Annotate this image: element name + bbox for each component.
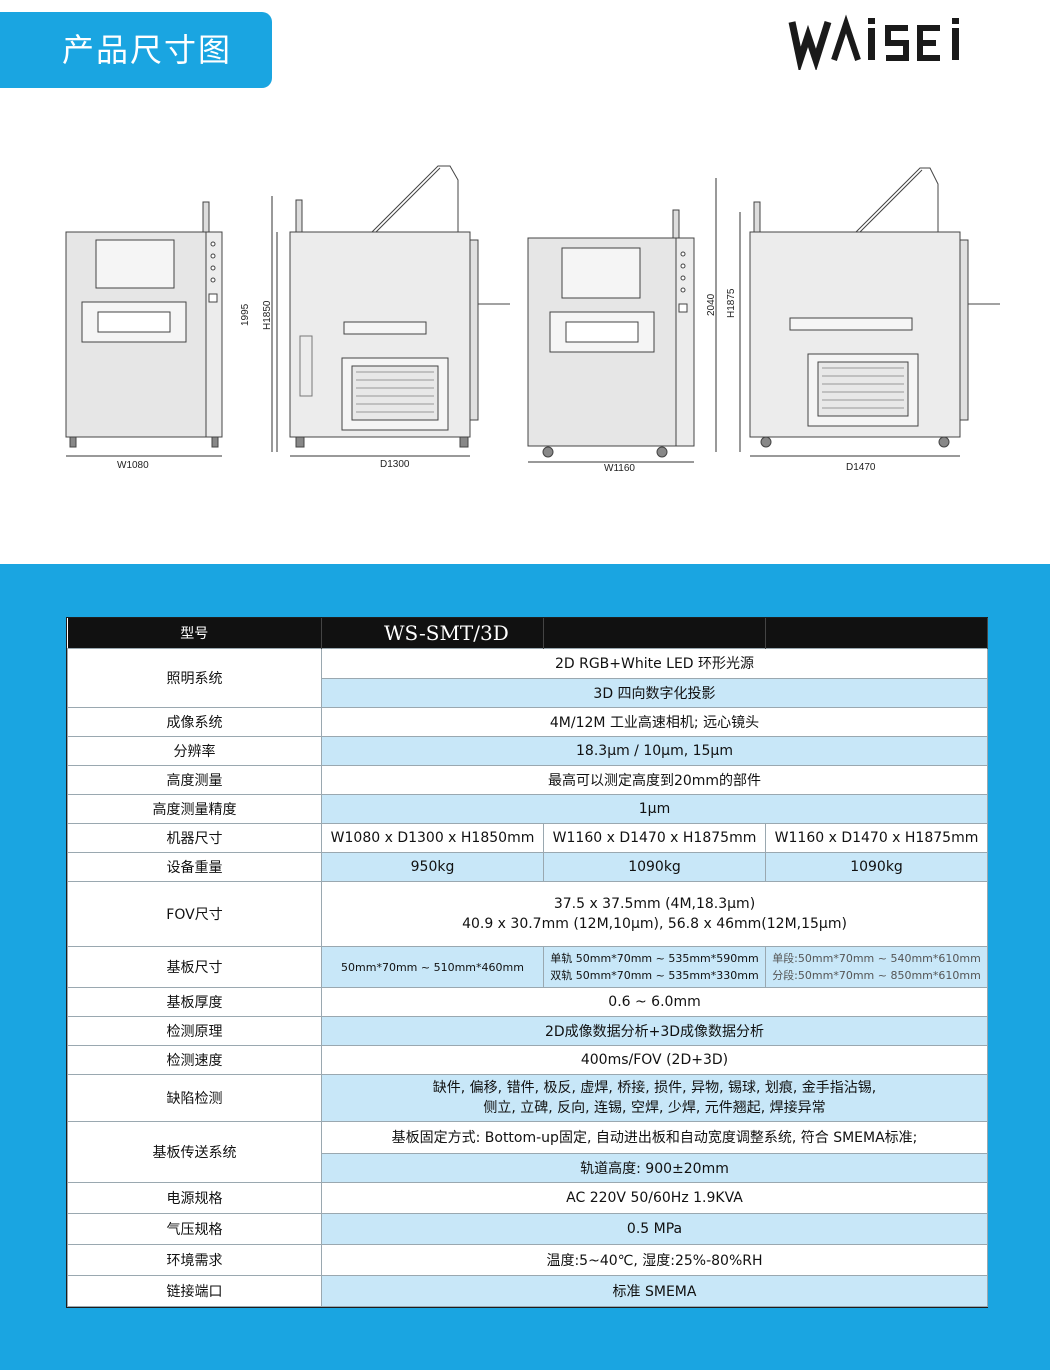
width-label-2: W1160 — [604, 463, 635, 474]
row-value: 标准 SMEMA — [321, 1275, 988, 1307]
dimension-drawings: W1080 1995 H1850 D1300 — [0, 140, 1050, 490]
table-row: 成像系统 4M/12M 工业高速相机; 远心镜头 — [67, 707, 988, 737]
table-row: 设备重量 950kg 1090kg 1090kg — [67, 852, 988, 882]
defect-line-1: 缺件, 偏移, 错件, 极反, 虚焊, 桥接, 损件, 异物, 锡球, 划痕, … — [432, 1080, 877, 1096]
table-row: 轨道高度: 900±20mm — [68, 1152, 988, 1184]
fov-line-1: 37.5 x 37.5mm (4M,18.3μm) — [553, 896, 756, 912]
table-row: FOV尺寸 37.5 x 37.5mm (4M,18.3μm) 40.9 x 3… — [67, 881, 988, 947]
table-row: 高度测量精度 1μm — [67, 794, 988, 824]
row-label: 成像系统 — [67, 707, 322, 737]
height-label-1b: H1850 — [262, 300, 273, 330]
row-label: 气压规格 — [67, 1213, 322, 1245]
depth-label-2: D1470 — [846, 462, 876, 473]
defect-line-2: 侧立, 立碑, 反向, 连锡, 空焊, 少焊, 元件翘起, 焊接异常 — [483, 1100, 826, 1116]
table-row: 缺陷检测 缺件, 偏移, 错件, 极反, 虚焊, 桥接, 损件, 异物, 锡球,… — [67, 1074, 988, 1122]
row-value: 0.5 MPa — [321, 1213, 988, 1245]
row-value: 单轨 50mm*70mm ~ 535mm*590mm 双轨 50mm*70mm … — [543, 946, 766, 988]
row-label: 分辨率 — [67, 736, 322, 766]
board-size-line: 双轨 50mm*70mm ~ 535mm*330mm — [550, 969, 759, 982]
row-label: 设备重量 — [67, 852, 322, 882]
side-view-2 — [715, 167, 1000, 457]
page-title: 产品尺寸图 — [0, 12, 272, 88]
table-row: 分辨率 18.3μm / 10μm, 15μm — [67, 736, 988, 766]
table-row: 机器尺寸 W1080 x D1300 x H1850mm W1160 x D14… — [67, 823, 988, 853]
front-view-2 — [527, 209, 695, 463]
row-label: 环境需求 — [67, 1244, 322, 1276]
row-label: 检测原理 — [67, 1016, 322, 1046]
row-value: 950kg — [321, 852, 544, 882]
row-label: 基板厚度 — [67, 987, 322, 1017]
row-label: 高度测量精度 — [67, 794, 322, 824]
row-value: W1080 x D1300 x H1850mm — [321, 823, 544, 853]
table-row: 气压规格 0.5 MPa — [67, 1213, 988, 1245]
row-label: 基板尺寸 — [67, 946, 322, 988]
table-row: 照明系统 2D RGB+White LED 环形光源 — [67, 648, 988, 708]
table-row: 检测速度 400ms/FOV (2D+3D) — [67, 1045, 988, 1075]
row-value: 2D RGB+White LED 环形光源 — [321, 648, 988, 679]
row-value: 400ms/FOV (2D+3D) — [321, 1045, 988, 1075]
row-value: 基板固定方式: Bottom-up固定, 自动进出板和自动宽度调整系统, 符合 … — [321, 1121, 988, 1154]
row-label: 基板传送系统 — [67, 1121, 322, 1183]
row-value: W1160 x D1470 x H1875mm — [765, 823, 988, 853]
spec-table: 型号 WS-SMT/3D 照明系统 2D RGB+White LED 环形光源 … — [66, 617, 988, 1308]
width-label-1: W1080 — [117, 460, 149, 471]
row-value: 温度:5~40℃, 湿度:25%-80%RH — [321, 1244, 988, 1276]
row-value: 轨道高度: 900±20mm — [321, 1152, 988, 1184]
row-value: 18.3μm / 10μm, 15μm — [321, 736, 988, 766]
table-row: 链接端口 标准 SMEMA — [67, 1275, 988, 1307]
row-label: 机器尺寸 — [67, 823, 322, 853]
table-row: 检测原理 2D成像数据分析+3D成像数据分析 — [67, 1016, 988, 1046]
row-value: 1090kg — [543, 852, 766, 882]
height-label-1a: 1995 — [240, 303, 251, 326]
table-row: 3D 四向数字化投影 — [68, 677, 988, 708]
row-value: 50mm*70mm ~ 510mm*460mm — [321, 946, 544, 988]
row-value: 2D成像数据分析+3D成像数据分析 — [321, 1016, 988, 1046]
table-row: 环境需求 温度:5~40℃, 湿度:25%-80%RH — [67, 1244, 988, 1276]
row-label: 缺陷检测 — [67, 1074, 322, 1122]
row-label: 链接端口 — [67, 1275, 322, 1307]
row-label: 照明系统 — [67, 648, 322, 708]
row-value: 3D 四向数字化投影 — [321, 677, 988, 708]
row-value: 4M/12M 工业高速相机; 远心镜头 — [321, 707, 988, 737]
row-value: W1160 x D1470 x H1875mm — [543, 823, 766, 853]
waisei-logo — [788, 14, 970, 74]
header-model: WS-SMT/3D — [321, 618, 544, 649]
front-view-1 — [65, 201, 223, 457]
board-size-line: 分段:50mm*70mm ~ 850mm*610mm — [772, 969, 981, 982]
row-value: 1090kg — [765, 852, 988, 882]
row-value: 37.5 x 37.5mm (4M,18.3μm) 40.9 x 30.7mm … — [321, 881, 988, 947]
fov-line-2: 40.9 x 30.7mm (12M,10μm), 56.8 x 46mm(12… — [462, 916, 847, 932]
board-size-line: 单轨 50mm*70mm ~ 535mm*590mm — [550, 952, 759, 965]
row-value: 0.6 ~ 6.0mm — [321, 987, 988, 1017]
table-header-row: 型号 WS-SMT/3D — [67, 618, 988, 649]
row-label: FOV尺寸 — [67, 881, 322, 947]
board-size-line: 单段:50mm*70mm ~ 540mm*610mm — [772, 952, 981, 965]
table-row: 基板厚度 0.6 ~ 6.0mm — [67, 987, 988, 1017]
header-label: 型号 — [67, 618, 322, 649]
row-label: 电源规格 — [67, 1182, 322, 1214]
table-row: 基板传送系统 基板固定方式: Bottom-up固定, 自动进出板和自动宽度调整… — [67, 1121, 988, 1183]
row-label: 高度测量 — [67, 765, 322, 795]
row-value: 最高可以测定高度到20mm的部件 — [321, 765, 988, 795]
row-value: AC 220V 50/60Hz 1.9KVA — [321, 1182, 988, 1214]
height-label-2a: 2040 — [706, 293, 717, 316]
table-row: 电源规格 AC 220V 50/60Hz 1.9KVA — [67, 1182, 988, 1214]
depth-label-1: D1300 — [380, 459, 410, 470]
side-view-1 — [271, 165, 510, 457]
row-value: 单段:50mm*70mm ~ 540mm*610mm 分段:50mm*70mm … — [765, 946, 988, 988]
row-value: 缺件, 偏移, 错件, 极反, 虚焊, 桥接, 损件, 异物, 锡球, 划痕, … — [321, 1074, 988, 1122]
row-value: 1μm — [321, 794, 988, 824]
table-row: 基板尺寸 50mm*70mm ~ 510mm*460mm 单轨 50mm*70m… — [67, 946, 988, 988]
table-row: 高度测量 最高可以测定高度到20mm的部件 — [67, 765, 988, 795]
height-label-2b: H1875 — [726, 288, 737, 318]
row-label: 检测速度 — [67, 1045, 322, 1075]
